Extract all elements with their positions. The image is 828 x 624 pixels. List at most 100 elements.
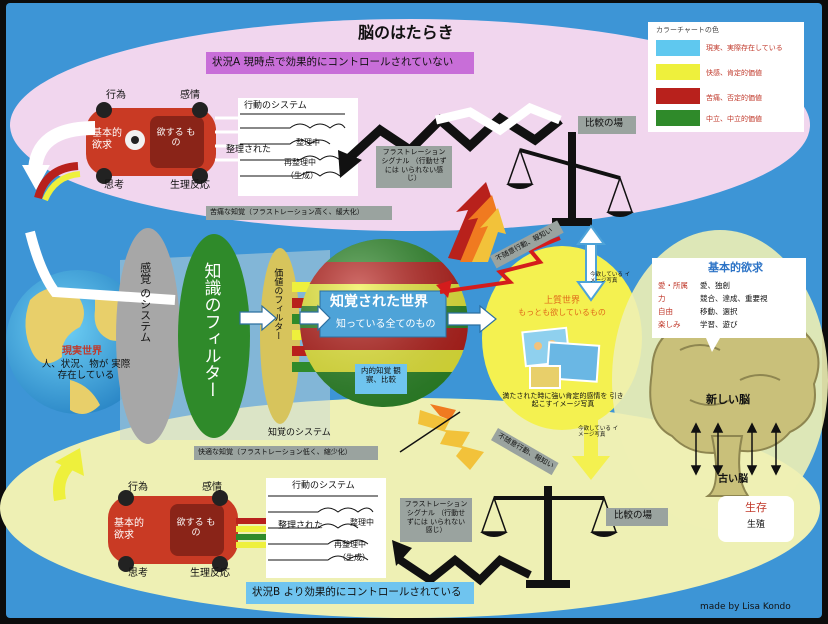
bottom-car-emotion: 感情 [202,482,222,493]
top-car-action: 行為 [106,90,126,101]
bottom-action-lines [268,495,378,561]
top-system-creation: （生成） [286,171,318,180]
pleasure-flash-arrow [418,404,484,470]
knowledge-filter-label: 知識のフィルター [200,262,221,398]
page-title: 脳のはたらき [358,23,454,42]
basic-need-love-value: 愛、独創 [700,281,730,290]
real-world-desc: 人、状況、物が 実際存在している [41,359,131,381]
perceived-world-inner: 内的知覚 観察、比較 [361,366,401,384]
legend-swatch-0 [656,40,700,56]
survival-title: 生存 [745,501,767,514]
bottom-car-stripes [236,518,270,548]
top-car [86,102,216,184]
survival-panel [718,496,794,542]
quality-world-title: 上質世界 [543,296,580,306]
bottom-system-creation: （生成） [338,553,370,562]
basic-needs-pointer [706,338,720,352]
basic-need-power-value: 競合、達成、重要視 [700,294,768,303]
image-send-arrow-top [576,224,606,302]
bottom-car-physiology: 生理反応 [190,568,230,579]
top-signal-box: フラストレーション シグナル （行動せずには いられない感じ） [376,146,452,188]
legend-item-pleasure: 快感、肯定的価値 [706,69,762,77]
flow-arrows [239,304,497,334]
bottom-system-reorganizing-1: 整理中 [350,518,374,527]
bottom-car-thinking: 思考 [128,568,148,579]
legend-swatch-1 [656,64,700,80]
bottom-car-basic-desire: 基本的欲求 [114,518,144,541]
pain-lightning [439,236,561,294]
bottom-compare-box [606,508,668,526]
bottom-system-organized: 整理された [278,521,324,531]
pleasure-link-line [399,411,461,453]
top-system-reorganizing-2: 再整理中 [284,158,316,167]
top-system-organized: 整理された [226,145,272,155]
top-frustration-zigzag [341,112,563,166]
top-pleasure-arc [42,171,81,202]
top-system-reorganizing-1: 整理中 [296,138,320,147]
basic-need-fun-key: 楽しみ [658,320,681,329]
top-car-basic-desire: 基本的欲求 [92,128,122,151]
bottom-signal-box: フラストレーション シグナル （行動せずには いられない感じ） [400,498,472,542]
pleasant-perception-box: 快適な知覚（フラストレーション低く、縮少化） [194,446,378,460]
new-brain-label: 新しい脳 [706,393,750,406]
basic-needs-title: 基本的欲求 [708,261,763,274]
input-arrow [25,230,176,305]
bottom-car [108,490,238,572]
top-pain-arc [34,162,79,200]
bottom-car-wants: 欲する もの [176,518,216,539]
sensory-system-ellipse [116,228,180,444]
top-loop-arrowhead [22,165,50,190]
sensory-system-label: 感覚 のシステム [138,262,152,343]
basic-needs-panel [652,258,806,338]
top-car-wants: 欲する もの [156,128,196,149]
bottom-frustration-zigzag [397,554,532,586]
value-filter-label: 価値のフィルター [272,268,283,340]
top-white-zigzag [434,102,562,136]
basic-need-power-key: 力 [658,294,666,303]
basic-need-freedom-value: 移動、選択 [700,307,738,316]
top-system-title: 行動のシステム [244,101,307,111]
quality-photos [521,326,601,389]
legend-item-neutral: 中立、中立的価値 [706,115,762,123]
perceived-world-title: 知覚された世界 [330,294,428,310]
old-brain-label: 古い脳 [718,474,748,485]
credit-label: made by Lisa Kondo [700,602,791,612]
legend-item-real: 現実、実際存在している [706,44,783,52]
top-car-thinking: 思考 [104,180,124,191]
top-action-lines [240,113,346,177]
situation-b-banner [246,582,474,604]
basic-need-freedom-key: 自由 [658,307,673,316]
survival-sub: 生殖 [746,520,765,530]
value-filter-ellipse [260,248,300,424]
legend-swatches [656,40,700,126]
bottom-car-action: 行為 [128,482,148,493]
real-world-title: 現実世界 [62,346,102,357]
top-scale [506,132,634,226]
pain-fire-arrow [448,182,506,262]
image-send-arrow-bottom [572,420,610,480]
legend-swatch-2 [656,88,700,104]
quality-world-caption: 満たされた時に強い肯定的感情を 引き起こすイメージ写真 [502,392,624,409]
knowledge-filter-ellipse [178,234,250,438]
perceived-world-sphere [300,239,468,407]
top-loop-arrow [28,121,96,174]
top-zigzag-head [338,150,362,178]
bottom-system-reorganizing-2: 再整理中 [334,540,366,549]
top-compare-box [578,116,636,134]
situation-a-banner [206,52,474,74]
pain-lightning-head [436,280,452,298]
bottom-zigzag-head [392,540,412,566]
legend-title: カラーチャートの色 [656,26,719,34]
legend-item-pain: 苦痛、否定的価値 [706,94,762,102]
top-car-emotion: 感情 [180,90,200,101]
legend-swatch-3 [656,110,700,126]
perceptual-system-label: 知覚のシステム [268,428,331,438]
image-send-top-label: 今欲している イメージ写真 [590,272,631,285]
painful-perception-box: 苦痛な知覚（フラストレーション高く、緩大化） [206,206,392,220]
brain-arrows [690,422,782,476]
quality-world-sub: もっとも欲しているもの [518,308,606,317]
perceived-world-sub: 知っている全てのもの [336,319,436,330]
situation-a-label: 状況A 現時点で効果的にコントロールされていない [212,56,454,68]
basic-need-fun-value: 学習、遊び [700,320,738,329]
